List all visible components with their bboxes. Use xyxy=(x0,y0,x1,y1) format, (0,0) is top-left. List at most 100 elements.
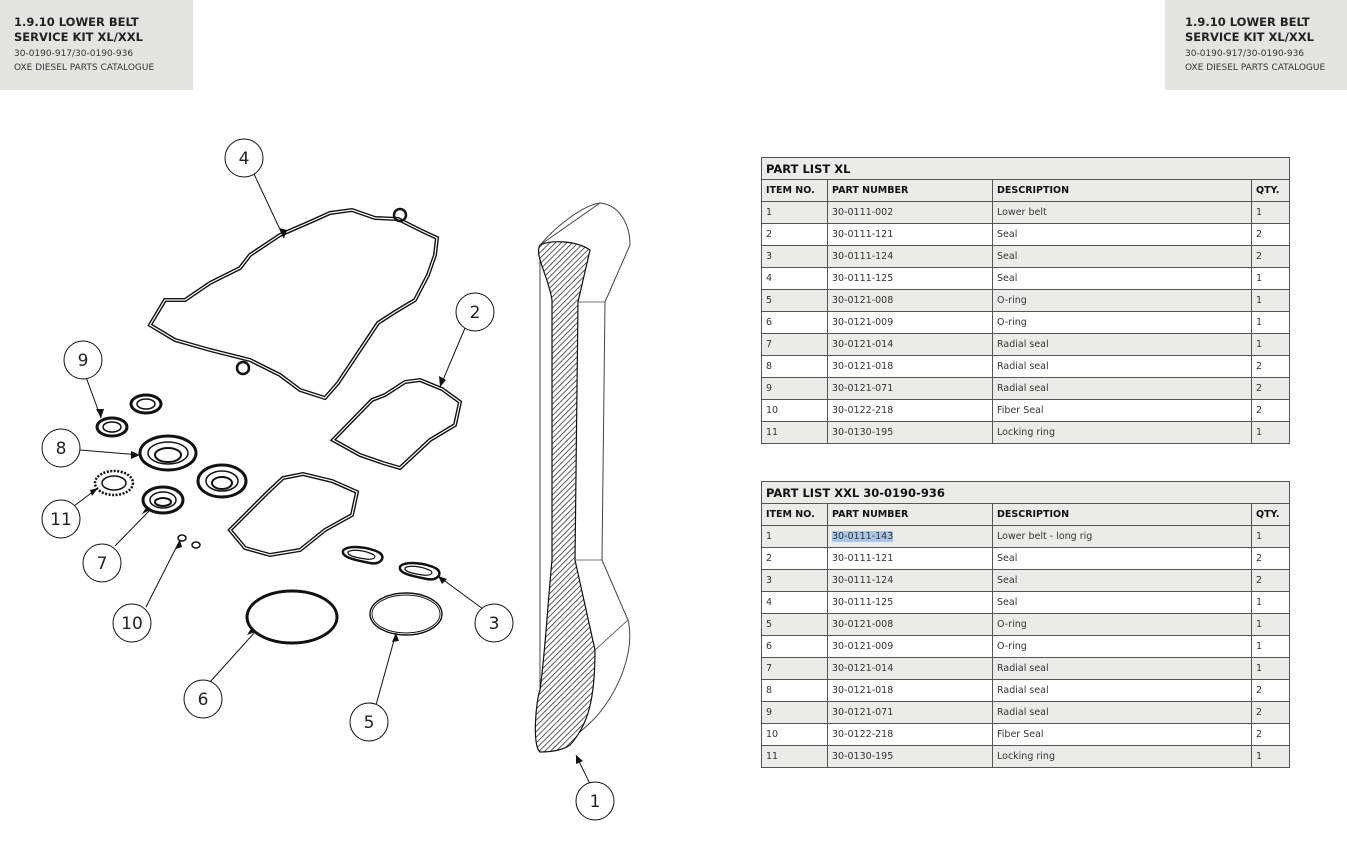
cell-item: 4 xyxy=(761,267,828,290)
leader-lines xyxy=(73,173,591,785)
svg-text:6: 6 xyxy=(198,690,209,710)
header-title-line2: SERVICE KIT XL/XXL xyxy=(14,30,143,44)
header-catalogue: OXE DIESEL PARTS CATALOGUE xyxy=(1185,63,1326,73)
cell-qty: 2 xyxy=(1250,723,1291,746)
callout-3: 3 xyxy=(474,603,514,643)
cell-part-number: 30-0111-124 xyxy=(827,569,993,592)
cell-description: Lower belt - long rig xyxy=(992,525,1252,548)
svg-text:2: 2 xyxy=(470,303,481,323)
svg-text:7: 7 xyxy=(97,554,108,574)
header-title-line1: 1.9.10 LOWER BELT xyxy=(14,15,139,29)
cell-item: 9 xyxy=(761,701,828,724)
column-header-part-number: PART NUMBER xyxy=(827,179,993,202)
cell-part-number: 30-0121-018 xyxy=(827,355,993,378)
column-header-description: DESCRIPTION xyxy=(992,179,1252,202)
header-right: 1.9.10 LOWER BELT SERVICE KIT XL/XXL 30-… xyxy=(1165,0,1347,90)
cell-item: 11 xyxy=(761,421,828,444)
cell-item: 5 xyxy=(761,289,828,312)
cell-qty: 1 xyxy=(1250,591,1291,614)
selected-text-highlight[interactable]: 30-0111-143 xyxy=(832,531,894,542)
cell-part-number: 30-0130-195 xyxy=(827,745,993,768)
part-9-radial-seal xyxy=(95,393,163,438)
cell-description: O-ring xyxy=(992,289,1252,312)
header-title-line2: SERVICE KIT XL/XXL xyxy=(1185,30,1314,44)
part-2-gasket-lower xyxy=(227,471,360,558)
part-11-locking-ring xyxy=(93,469,135,497)
cell-item: 10 xyxy=(761,723,828,746)
cell-description: O-ring xyxy=(992,613,1252,636)
cell-qty: 2 xyxy=(1250,377,1291,400)
cell-description: O-ring xyxy=(992,635,1252,658)
column-header-item: ITEM NO. xyxy=(761,179,828,202)
callout-4: 4 xyxy=(224,138,264,178)
cell-qty: 1 xyxy=(1250,267,1291,290)
cell-description: Seal xyxy=(992,267,1252,290)
header-part-numbers: 30-0190-917/30-0190-936 xyxy=(1185,49,1305,59)
callout-10: 10 xyxy=(112,603,152,643)
callout-6: 6 xyxy=(183,679,223,719)
cell-description: Radial seal xyxy=(992,657,1252,680)
cell-part-number: 30-0121-009 xyxy=(827,311,993,334)
cell-item: 3 xyxy=(761,245,828,268)
cell-description: Radial seal xyxy=(992,377,1252,400)
cell-qty: 2 xyxy=(1250,399,1291,422)
cell-item: 7 xyxy=(761,657,828,680)
cell-item: 3 xyxy=(761,569,828,592)
cell-qty: 2 xyxy=(1250,223,1291,246)
callout-8: 8 xyxy=(41,428,81,468)
cell-qty: 1 xyxy=(1250,657,1291,680)
cell-item: 2 xyxy=(761,547,828,570)
cell-part-number: 30-0111-125 xyxy=(827,591,993,614)
header-title-line1: 1.9.10 LOWER BELT xyxy=(1185,15,1310,29)
column-header-qty: QTY. xyxy=(1250,503,1291,526)
cell-qty: 1 xyxy=(1250,613,1291,636)
cell-item: 2 xyxy=(761,223,828,246)
part-list-xl-table: PART LIST XL ITEM NO. PART NUMBER DESCRI… xyxy=(760,157,1291,444)
cell-qty: 1 xyxy=(1250,745,1291,768)
part-2-gasket-upper xyxy=(329,377,463,471)
cell-item: 9 xyxy=(761,377,828,400)
cell-description: Seal xyxy=(992,569,1252,592)
cell-part-number: 30-0122-218 xyxy=(827,723,993,746)
cell-part-number: 30-0111-002 xyxy=(827,201,993,224)
cell-qty: 2 xyxy=(1250,701,1291,724)
callout-9: 9 xyxy=(63,340,103,380)
svg-text:9: 9 xyxy=(78,351,89,371)
cell-item: 4 xyxy=(761,591,828,614)
part-list-xxl-title: PART LIST XXL 30-0190-936 xyxy=(760,481,1291,504)
cell-part-number: 30-0111-124 xyxy=(827,245,993,268)
cell-item: 7 xyxy=(761,333,828,356)
cell-description: Fiber Seal xyxy=(992,399,1252,422)
column-header-part-number: PART NUMBER xyxy=(827,503,993,526)
cell-description: Seal xyxy=(992,245,1252,268)
cell-item: 8 xyxy=(761,679,828,702)
header-catalogue: OXE DIESEL PARTS CATALOGUE xyxy=(14,63,155,73)
cell-item: 8 xyxy=(761,355,828,378)
callout-2: 2 xyxy=(455,292,495,332)
cell-qty: 1 xyxy=(1250,635,1291,658)
cell-description: Fiber Seal xyxy=(992,723,1252,746)
cell-description: Radial seal xyxy=(992,355,1252,378)
cell-qty: 1 xyxy=(1250,201,1291,224)
svg-text:5: 5 xyxy=(364,713,375,733)
callout-1: 1 xyxy=(575,781,615,821)
cell-qty: 1 xyxy=(1250,525,1291,548)
cell-description: O-ring xyxy=(992,311,1252,334)
cell-part-number: 30-0122-218 xyxy=(827,399,993,422)
cell-qty: 2 xyxy=(1250,569,1291,592)
cell-description: Locking ring xyxy=(992,745,1252,768)
